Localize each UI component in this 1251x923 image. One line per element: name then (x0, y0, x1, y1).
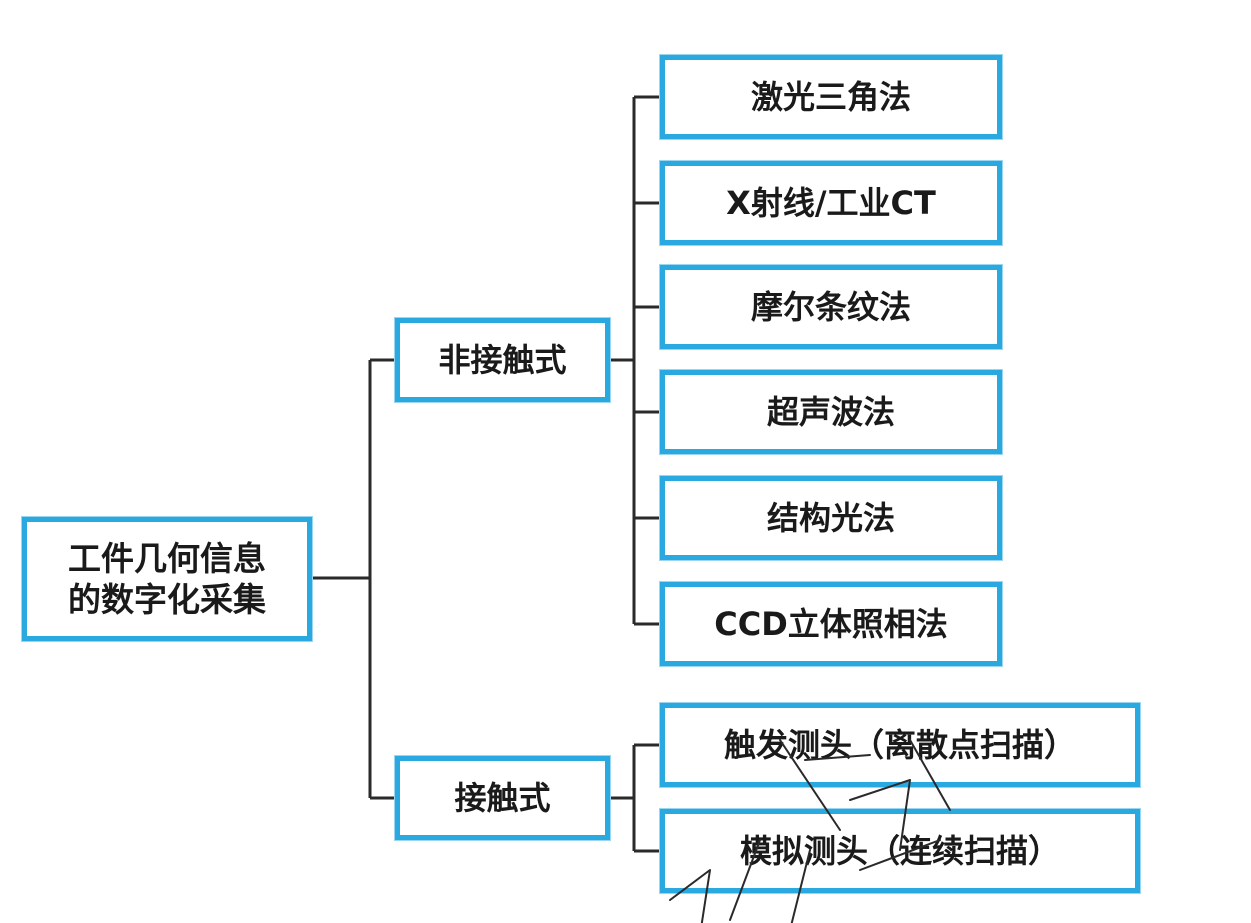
leaf-node-trigger-probe: 触发测头（离散点扫描） (660, 703, 1140, 787)
root-label-line2: 的数字化采集 (68, 580, 266, 619)
root-node: 工件几何信息 的数字化采集 (22, 517, 312, 641)
leaf-label: 摩尔条纹法 (750, 288, 911, 326)
branch-node-noncontact: 非接触式 (395, 318, 610, 402)
leaf-label: X射线/工业CT (726, 184, 936, 222)
leaf-node-ccd-stereo: CCD立体照相法 (660, 582, 1002, 666)
leaf-node-moire: 摩尔条纹法 (660, 265, 1002, 349)
branch-label-noncontact: 非接触式 (438, 341, 567, 379)
branch-label-contact: 接触式 (454, 779, 551, 817)
branch-node-contact: 接触式 (395, 756, 610, 840)
leaf-label: 激光三角法 (750, 78, 911, 116)
leaf-label: 模拟测头（连续扫描） (739, 832, 1060, 870)
leaf-node-analog-probe: 模拟测头（连续扫描） (660, 809, 1140, 893)
leaf-label: 结构光法 (766, 499, 895, 537)
leaf-node-ultrasonic: 超声波法 (660, 370, 1002, 454)
leaf-label: 触发测头（离散点扫描） (723, 726, 1076, 764)
leaf-node-structured-light: 结构光法 (660, 476, 1002, 560)
leaf-label: CCD立体照相法 (714, 605, 948, 643)
leaf-label: 超声波法 (766, 393, 895, 431)
root-label-line1: 工件几何信息 (68, 538, 266, 578)
leaf-node-laser-triangulation: 激光三角法 (660, 55, 1002, 139)
leaf-node-xray-ct: X射线/工业CT (660, 161, 1002, 245)
